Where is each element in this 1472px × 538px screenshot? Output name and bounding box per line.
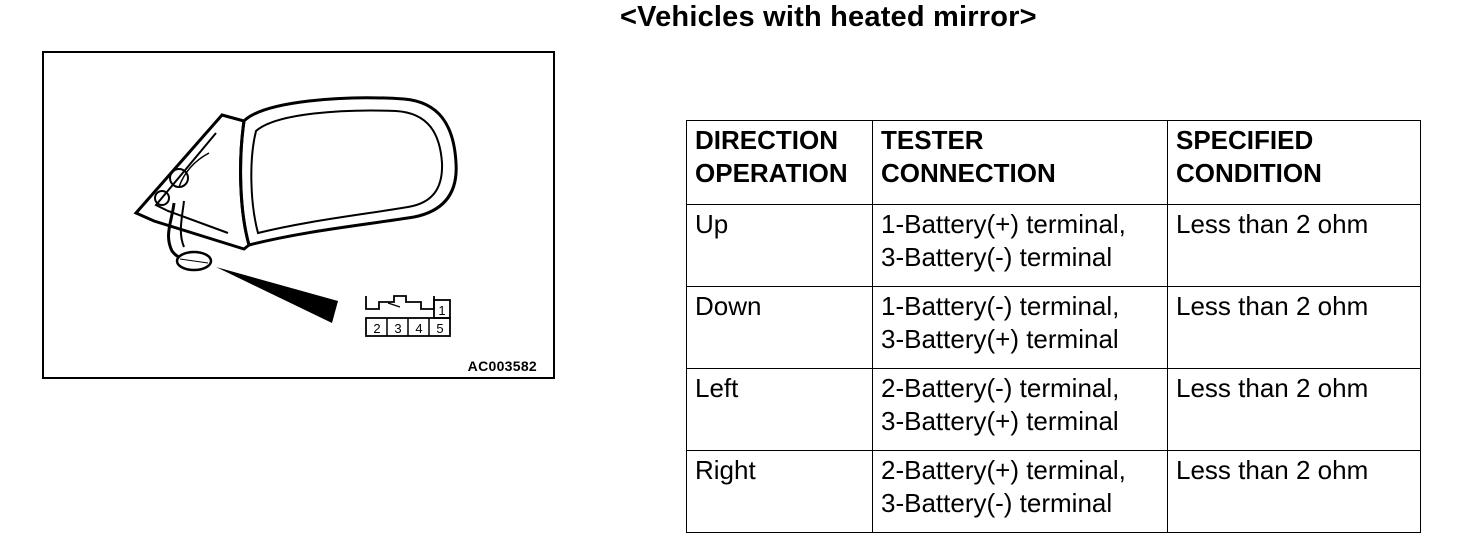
connector-terminal-diagram: 1 2 3 4 5 xyxy=(365,295,451,337)
terminal-5-label: 5 xyxy=(436,321,443,336)
figure-code: AC003582 xyxy=(467,358,537,374)
condition-cell: Less than 2 ohm xyxy=(1167,286,1421,369)
callout-pointer xyxy=(216,267,338,323)
connection-cell: 2-Battery(+) terminal, 3-Battery(-) term… xyxy=(872,450,1168,533)
table-row: Up 1-Battery(+) terminal, 3-Battery(-) t… xyxy=(686,204,1421,287)
header-direction-operation: DIRECTION OPERATION xyxy=(686,120,873,205)
direction-cell: Down xyxy=(686,286,873,369)
terminal-4-label: 4 xyxy=(415,321,422,336)
header-tester-connection: TESTER CONNECTION xyxy=(872,120,1168,205)
connection-cell: 2-Battery(-) terminal, 3-Battery(+) term… xyxy=(872,368,1168,451)
spec-table: DIRECTION OPERATION TESTER CONNECTION SP… xyxy=(686,120,1421,533)
direction-cell: Up xyxy=(686,204,873,287)
connection-cell: 1-Battery(-) terminal, 3-Battery(+) term… xyxy=(872,286,1168,369)
header-specified-condition: SPECIFIED CONDITION xyxy=(1167,120,1421,205)
section-title: <Vehicles with heated mirror> xyxy=(620,1,1037,33)
condition-cell: Less than 2 ohm xyxy=(1167,368,1421,451)
table-row: Down 1-Battery(-) terminal, 3-Battery(+)… xyxy=(686,286,1421,369)
table-row: Right 2-Battery(+) terminal, 3-Battery(-… xyxy=(686,450,1421,533)
terminal-3-label: 3 xyxy=(394,321,401,336)
direction-cell: Left xyxy=(686,368,873,451)
mirror-base xyxy=(133,113,251,251)
table-header-row: DIRECTION OPERATION TESTER CONNECTION SP… xyxy=(686,120,1421,205)
side-mirror-illustration: 1 2 3 4 5 xyxy=(133,96,458,337)
condition-cell: Less than 2 ohm xyxy=(1167,450,1421,533)
mirror-glass xyxy=(250,109,444,235)
terminal-1-label: 1 xyxy=(438,303,445,318)
table-row: Left 2-Battery(-) terminal, 3-Battery(+)… xyxy=(686,368,1421,451)
condition-cell: Less than 2 ohm xyxy=(1167,204,1421,287)
direction-cell: Right xyxy=(686,450,873,533)
connection-cell: 1-Battery(+) terminal, 3-Battery(-) term… xyxy=(872,204,1168,287)
mirror-figure: 1 2 3 4 5 AC003582 xyxy=(42,51,555,379)
terminal-2-label: 2 xyxy=(373,321,380,336)
